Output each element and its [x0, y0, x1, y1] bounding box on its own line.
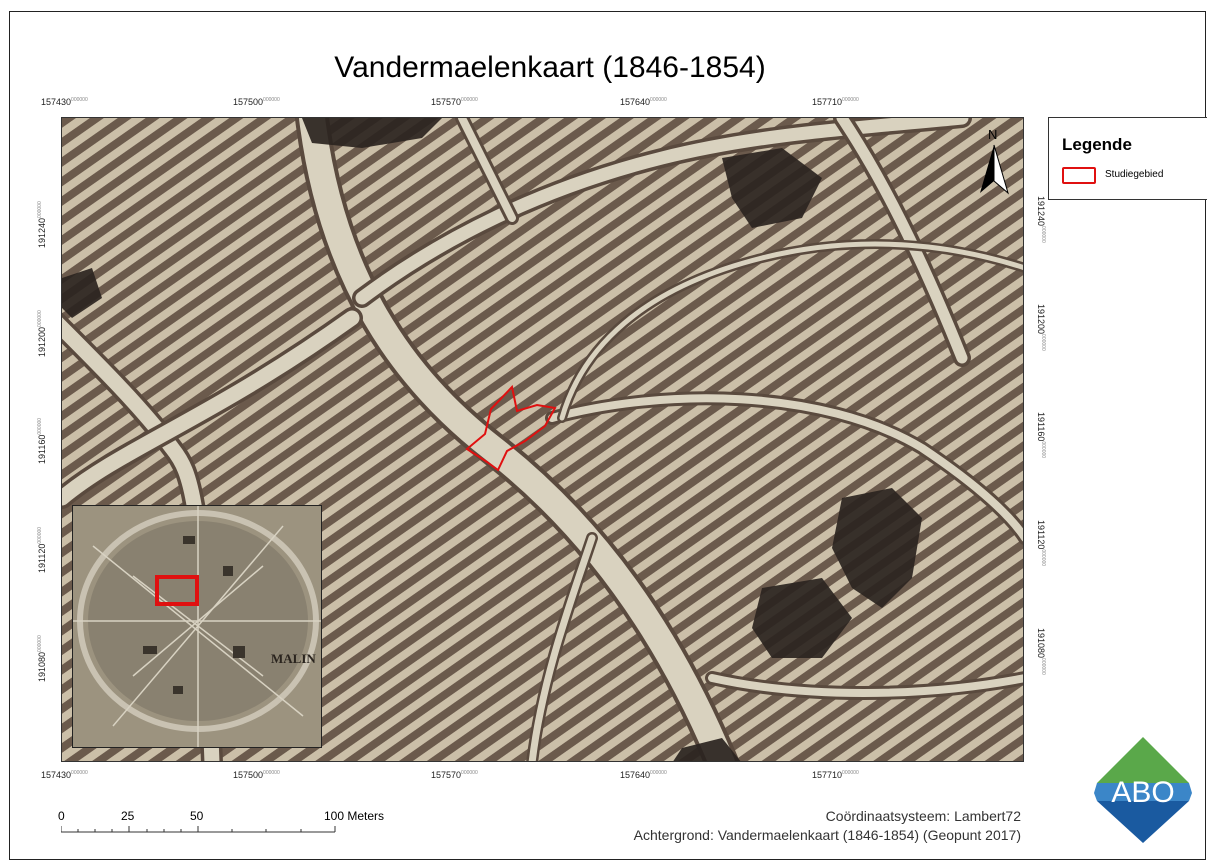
- x-tick-top-4: 157640000000: [620, 97, 667, 107]
- x-tick-bottom-1: 157430000000: [41, 770, 88, 780]
- y-tick-right-1: 191240000000: [1036, 196, 1046, 243]
- x-tick-top-1: 157430000000: [41, 97, 88, 107]
- x-tick-bottom-3: 157570000000: [431, 770, 478, 780]
- legend-box: Legende Studiegebied: [1048, 117, 1207, 200]
- y-tick-left-5: 191080000000: [37, 635, 47, 682]
- inset-canvas: MALIN: [73, 506, 321, 747]
- legend-label-study-area: Studiegebied: [1105, 169, 1164, 180]
- y-tick-right-2: 191200000000: [1036, 304, 1046, 351]
- legend-swatch-study-area: [1062, 167, 1096, 184]
- background-source-text: Achtergrond: Vandermaelenkaart (1846-185…: [633, 827, 1021, 843]
- study-area-outline[interactable]: [465, 384, 557, 472]
- x-tick-bottom-2: 157500000000: [233, 770, 280, 780]
- map-title: Vandermaelenkaart (1846-1854): [334, 51, 766, 84]
- y-tick-left-1: 191240000000: [37, 201, 47, 248]
- scale-label-100: 100 Meters: [324, 809, 385, 823]
- inset-extent-box: [155, 575, 199, 606]
- abo-logo: ABO: [1088, 735, 1198, 845]
- inset-town-label: MALIN: [271, 651, 316, 666]
- x-tick-bottom-4: 157640000000: [620, 770, 667, 780]
- north-label: N: [988, 127, 997, 142]
- y-tick-right-5: 191080000000: [1036, 628, 1046, 675]
- north-arrow: N: [976, 125, 1012, 197]
- y-tick-left-4: 191120000000: [37, 526, 47, 573]
- scale-label-50: 50: [190, 809, 204, 823]
- map-credits: Coördinaatsysteem: Lambert72 Achtergrond…: [430, 807, 1021, 845]
- x-tick-top-3: 157570000000: [431, 97, 478, 107]
- x-tick-top-5: 157710000000: [812, 97, 859, 107]
- scale-label-0: 0: [58, 809, 65, 823]
- inset-overview-map[interactable]: MALIN: [72, 505, 322, 748]
- y-tick-right-3: 191160000000: [1036, 412, 1046, 459]
- x-tick-top-2: 157500000000: [233, 97, 280, 107]
- map-layout-frame: [9, 11, 1206, 860]
- y-tick-left-2: 191200000000: [37, 310, 47, 357]
- logo-text: ABO: [1111, 776, 1174, 809]
- y-tick-left-3: 191160000000: [37, 417, 47, 464]
- scale-label-25: 25: [121, 809, 135, 823]
- x-tick-bottom-5: 157710000000: [812, 770, 859, 780]
- coordinate-system-text: Coördinaatsysteem: Lambert72: [825, 808, 1021, 824]
- legend-title: Legende: [1062, 135, 1132, 154]
- y-tick-right-4: 191120000000: [1036, 520, 1046, 567]
